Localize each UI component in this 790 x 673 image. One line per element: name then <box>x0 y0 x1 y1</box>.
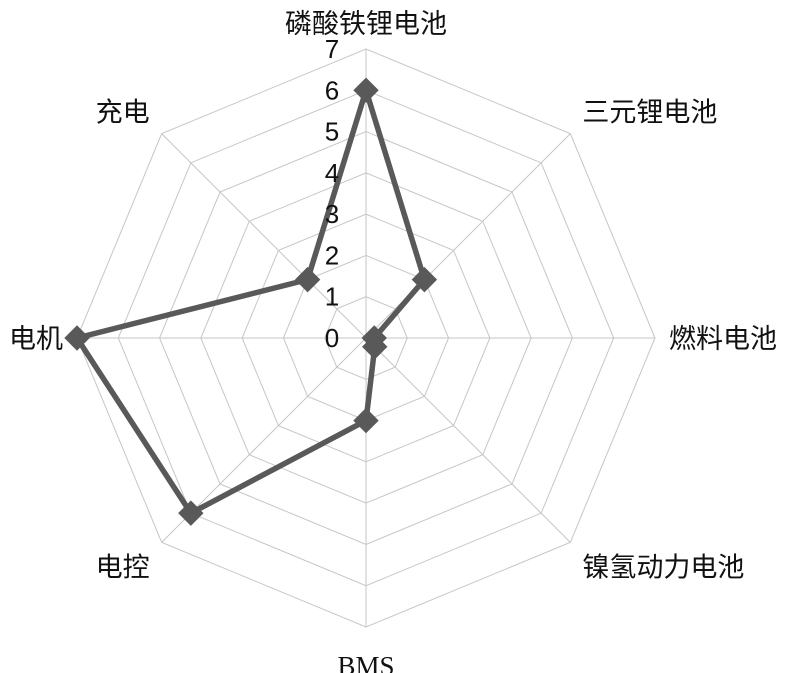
category-label-4: BMS <box>337 651 394 673</box>
radar-tick-labels: 0 1 2 3 4 5 6 7 <box>325 34 339 353</box>
radar-series <box>64 77 438 526</box>
tick-label-2: 2 <box>325 240 339 270</box>
data-point-marker-6 <box>64 325 90 351</box>
category-label-3: 镍氢动力电池 <box>582 552 744 583</box>
data-point-marker-0 <box>353 77 379 103</box>
data-point-marker-5 <box>178 500 204 526</box>
axis-spoke-7 <box>161 133 367 339</box>
tick-label-1: 1 <box>325 282 339 312</box>
data-point-marker-3 <box>362 334 388 360</box>
data-point-marker-1 <box>411 266 438 293</box>
tick-label-6: 6 <box>325 75 339 105</box>
tick-label-3: 3 <box>325 199 339 229</box>
tick-label-4: 4 <box>325 158 339 188</box>
category-label-7: 充电 <box>96 98 150 129</box>
category-label-1: 三元锂电池 <box>582 98 717 129</box>
tick-label-7: 7 <box>325 34 339 64</box>
axis-spoke-1 <box>365 133 571 339</box>
category-label-5: 电控 <box>96 552 150 583</box>
tick-label-0: 0 <box>325 323 339 353</box>
axis-spoke-3 <box>365 337 571 543</box>
data-point-marker-7 <box>294 266 321 293</box>
data-point-marker-4 <box>353 407 379 434</box>
tick-label-5: 5 <box>325 117 339 147</box>
series-line <box>74 87 428 516</box>
category-label-2: 燃料电池 <box>669 324 777 355</box>
category-label-0: 磷酸铁锂电池 <box>285 9 447 40</box>
category-label-6: 电机 <box>9 324 63 355</box>
